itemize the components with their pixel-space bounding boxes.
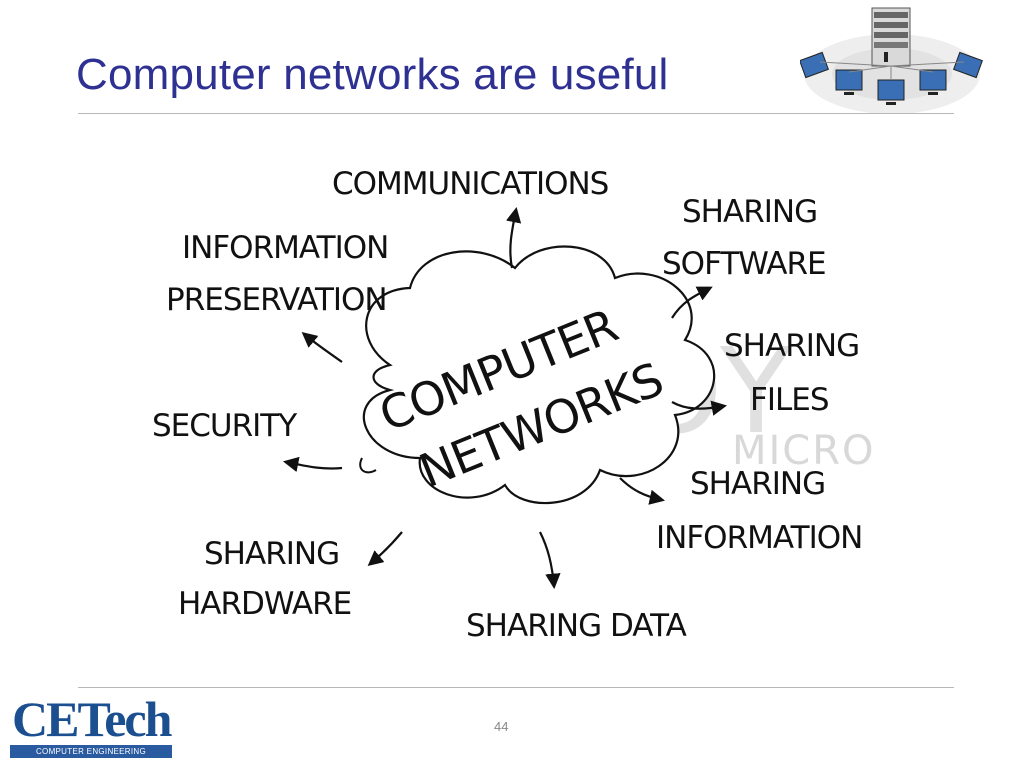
watermark-bottom: MICRO [732,428,876,474]
cetech-logo: CETech COMPUTER ENGINEERING TECHNOLOGY [10,691,172,768]
arrow-security [282,456,343,472]
arrow-sharing-software [671,286,713,319]
label-sharing-information-line2: INFORMATION [656,520,862,556]
arrow-communications [506,206,522,269]
label-communications: COMMUNICATIONS [332,166,608,202]
network-benefits-diagram: YOY MICRO COMPUTER NETWORKS COMMUNICATIO… [152,166,876,644]
label-sharing-hardware-line1: SHARING [204,536,339,572]
center-cloud [362,245,716,505]
logo-wordmark: CETech [12,691,172,747]
arrow-sharing-data [539,531,561,590]
title-divider [78,113,954,114]
label-information-preservation-line1: INFORMATION [182,230,388,266]
label-sharing-software-line2: SOFTWARE [662,246,826,282]
arrow-information-preservation [301,332,343,363]
label-sharing-software-line1: SHARING [682,194,817,230]
slide-title: Computer networks are useful [76,50,669,99]
label-security: SECURITY [152,408,297,444]
arrow-sharing-hardware [367,531,403,566]
label-sharing-hardware-line2: HARDWARE [178,586,351,622]
label-information-preservation-line2: PRESERVATION [166,282,387,318]
logo-subtitle: COMPUTER ENGINEERING TECHNOLOGY [10,745,172,768]
label-sharing-data: SHARING DATA [466,608,687,644]
arrow-sharing-files [671,400,728,416]
page-number: 44 [494,719,509,734]
label-sharing-files-line1: SHARING [724,328,859,364]
network-computers-icon [800,7,983,114]
footer-divider [78,687,954,688]
arrow-sharing-information [619,477,666,505]
label-sharing-files-line2: FILES [750,382,829,418]
label-sharing-information-line1: SHARING [690,466,825,502]
